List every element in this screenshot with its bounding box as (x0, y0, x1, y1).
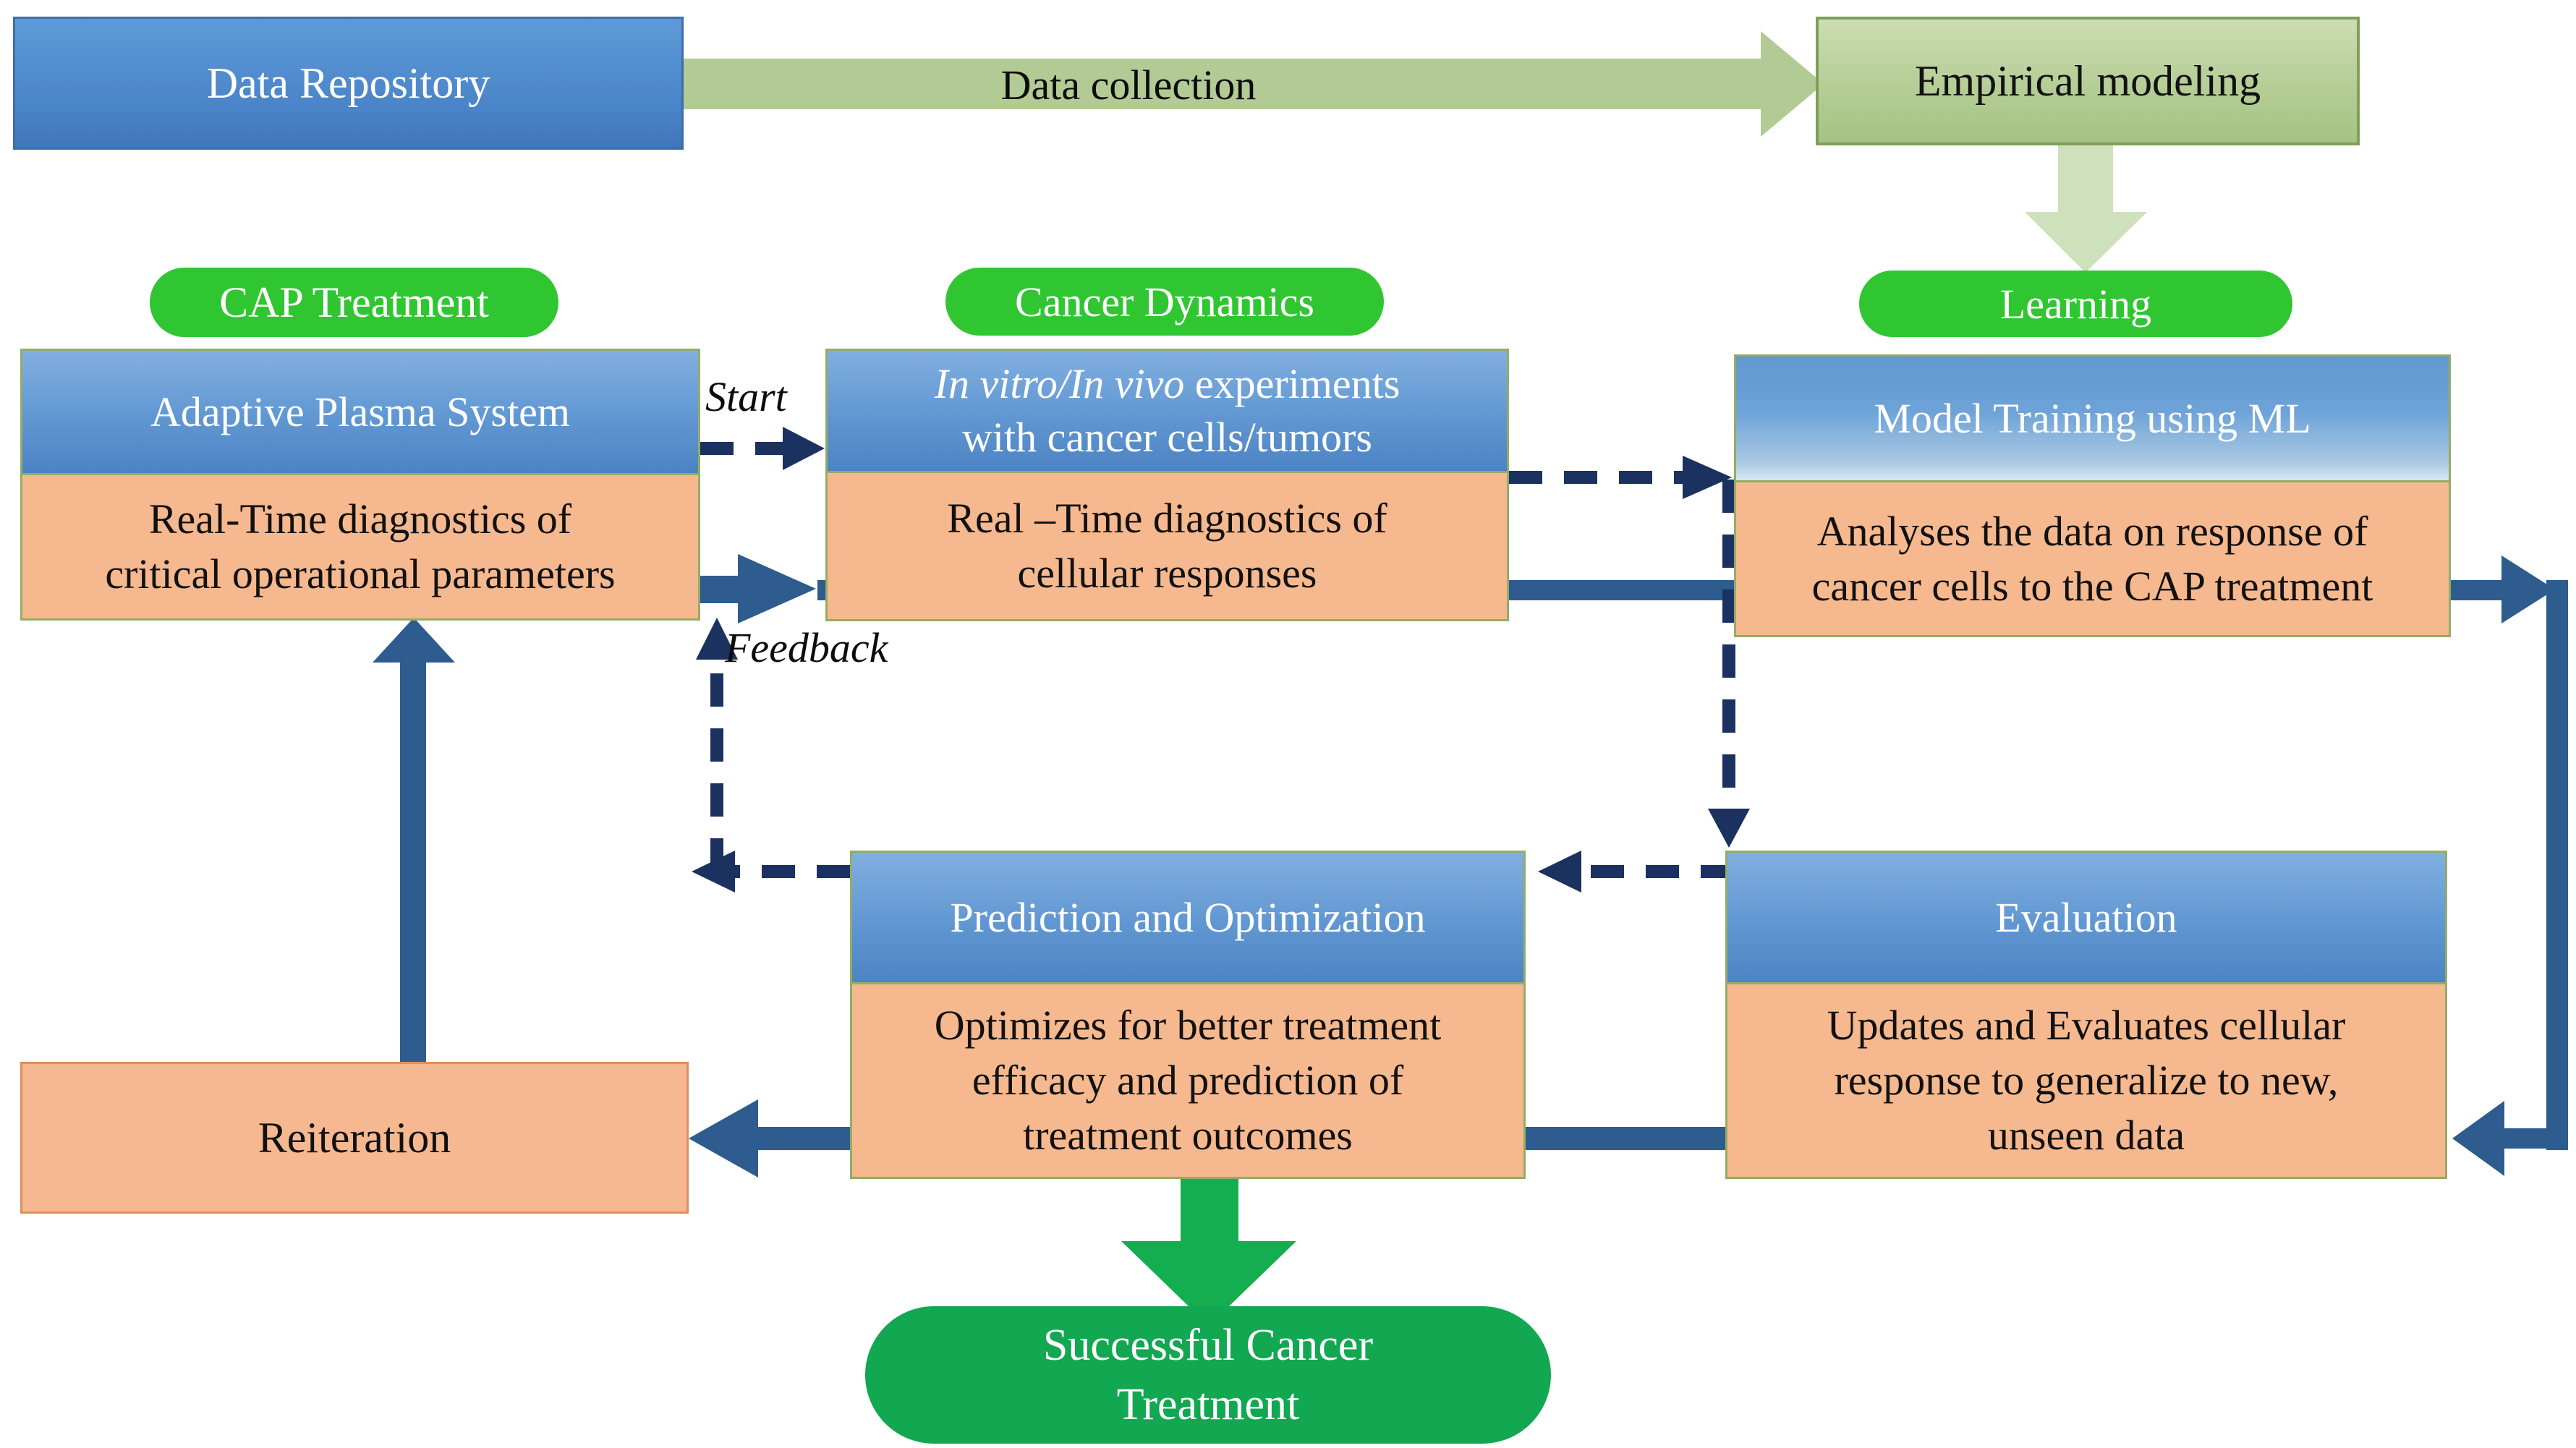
adaptive-plasma-title: Adaptive Plasma System (150, 388, 570, 435)
in-vitro-title-line1: In vitro/In vivo experiments (935, 357, 1400, 411)
model-training-body: Analyses the data on response of cancer … (1736, 482, 2449, 635)
adaptive-to-invitro-head (738, 554, 816, 623)
adaptive-plasma-box: Adaptive Plasma System Real-Time diagnos… (20, 349, 700, 621)
model-training-header: Model Training using ML (1736, 357, 2449, 482)
right-vertical-line (2546, 580, 2568, 1150)
feedback-vertical-dashed-head (696, 618, 738, 660)
success-label-line2: Treatment (1116, 1380, 1300, 1429)
prediction-to-success-arrow (1121, 1177, 1296, 1326)
into-evaluation-head (2452, 1101, 2504, 1176)
model-training-body-line2: cancer cells to the CAP treatment (1811, 562, 2373, 610)
prediction-header: Prediction and Optimization (852, 853, 1523, 984)
in-vitro-title-italic: In vitro/In vivo (934, 360, 1185, 407)
learning-label: Learning (1999, 280, 2152, 328)
adaptive-plasma-body-line1: Real-Time diagnostics of (148, 495, 572, 542)
in-vitro-title-rest: experiments (1184, 360, 1400, 407)
evaluation-to-prediction-line (1526, 1127, 1725, 1150)
evaluation-body-line1: Updates and Evaluates cellular (1827, 1002, 2346, 1049)
model-training-box: Model Training using ML Analyses the dat… (1734, 354, 2451, 637)
success-label-line1: Successful Cancer (1042, 1321, 1374, 1370)
evaluation-box: Evaluation Updates and Evaluates cellula… (1725, 851, 2447, 1179)
prediction-body: Optimizes for better treatment efficacy … (852, 984, 1523, 1177)
reiteration-label: Reiteration (258, 1113, 451, 1162)
model-to-prediction-dashed-head (1538, 851, 1581, 893)
evaluation-body-line2: response to generalize to new, (1834, 1057, 2339, 1104)
data-collection-arrow (684, 31, 1824, 137)
start-dashed-head (783, 427, 825, 470)
success-pill: Successful Cancer Treatment (865, 1306, 1551, 1444)
in-vitro-title-line2: with cancer cells/tumors (962, 414, 1372, 461)
prediction-to-reiteration-shaft (758, 1127, 850, 1150)
adaptive-plasma-header: Adaptive Plasma System (22, 351, 698, 475)
prediction-body-line3: treatment outcomes (1023, 1112, 1353, 1159)
evaluation-header: Evaluation (1727, 853, 2445, 984)
feedback-label: Feedback (725, 624, 888, 671)
data-repository-box: Data Repository (13, 17, 684, 150)
reiteration-up-shaft (400, 661, 426, 1062)
into-evaluation-shaft (2504, 1128, 2568, 1149)
empirical-modeling-box: Empirical modeling (1816, 17, 2360, 145)
evaluation-body: Updates and Evaluates cellular response … (1727, 984, 2445, 1177)
empirical-modeling-label: Empirical modeling (1914, 56, 2261, 105)
cancer-dynamics-label: Cancer Dynamics (1015, 278, 1314, 325)
long-line-right-head (2501, 555, 2555, 623)
in-vitro-body-line2: cellular responses (1017, 550, 1317, 597)
in-vitro-body-line1: Real –Time diagnostics of (947, 495, 1387, 542)
in-vitro-body: Real –Time diagnostics of cellular respo… (828, 473, 1507, 619)
learning-pill: Learning (1859, 271, 2292, 337)
invitro-to-model-dashed-head (1683, 456, 1732, 499)
adaptive-plasma-body-line2: critical operational parameters (105, 550, 616, 597)
model-training-title: Model Training using ML (1874, 394, 2311, 442)
prediction-title: Prediction and Optimization (950, 893, 1426, 941)
adaptive-plasma-body: Real-Time diagnostics of critical operat… (22, 475, 698, 618)
reiteration-up-head (373, 618, 455, 663)
cap-treatment-pill: CAP Treatment (150, 268, 558, 337)
data-collection-label: Data collection (1000, 61, 1257, 108)
evaluation-title: Evaluation (1995, 893, 2177, 941)
prediction-body-line1: Optimizes for better treatment (934, 1002, 1442, 1049)
prediction-body-line2: efficacy and prediction of (972, 1057, 1404, 1104)
cancer-dynamics-pill: Cancer Dynamics (945, 268, 1384, 336)
start-label: Start (705, 373, 787, 420)
evaluation-body-line3: unseen data (1987, 1112, 2185, 1159)
in-vitro-box: In vitro/In vivo experiments with cancer… (825, 349, 1509, 621)
dashed-navy-arrows (692, 427, 1750, 893)
empirical-to-learning-arrow (2025, 145, 2147, 273)
reiteration-box: Reiteration (20, 1062, 689, 1214)
data-repository-label: Data Repository (206, 59, 490, 107)
model-training-body-line1: Analyses the data on response of (1816, 507, 2368, 555)
prediction-box: Prediction and Optimization Optimizes fo… (850, 851, 1526, 1179)
adaptive-to-invitro-shaft (700, 576, 738, 603)
in-vitro-header: In vitro/In vivo experiments with cancer… (828, 351, 1507, 473)
prediction-to-reiteration-head (689, 1099, 758, 1177)
model-down-dashed-head (1708, 809, 1750, 848)
cap-treatment-label: CAP Treatment (219, 278, 489, 326)
